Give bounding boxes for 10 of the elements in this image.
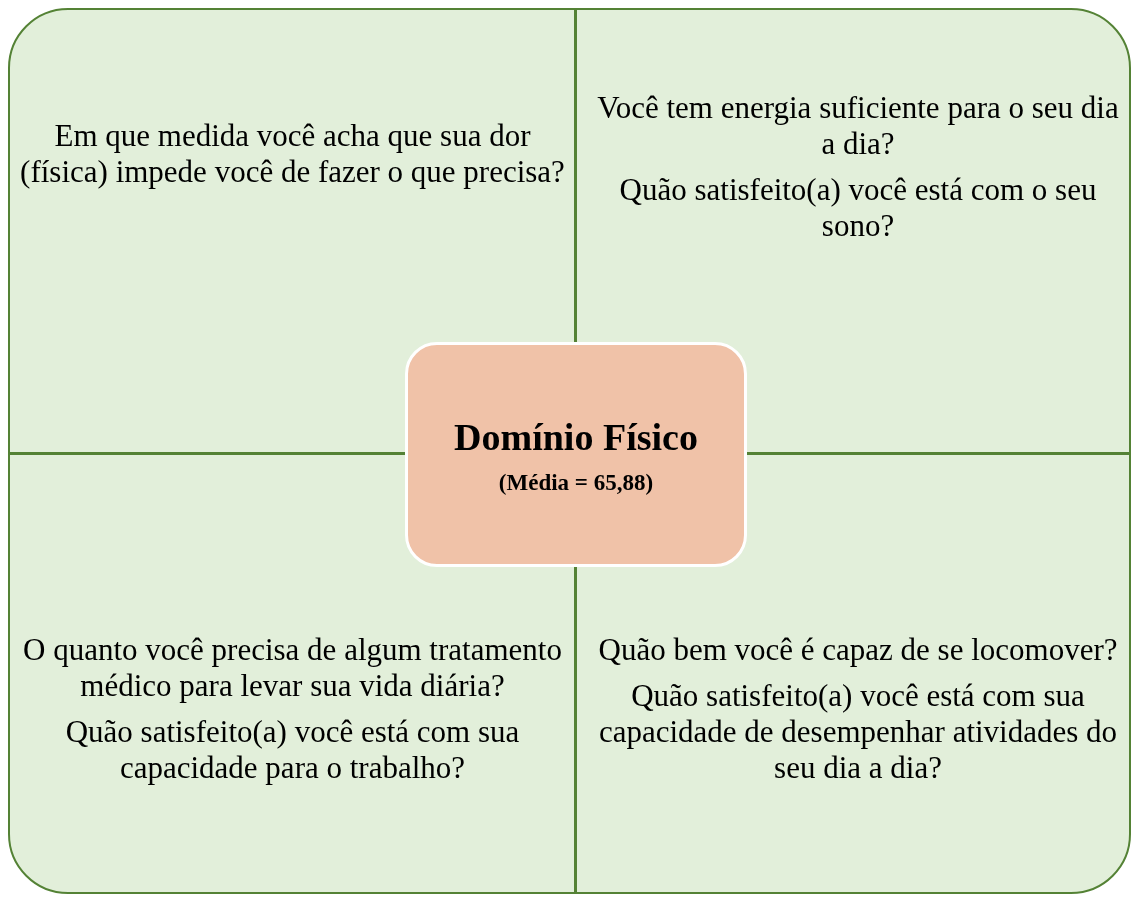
question-text: O quanto você precisa de algum tratamento médico para levar sua vida diária? [22,632,563,704]
question-text: Quão bem você é capaz de se locomover? [597,632,1119,668]
question-text: Em que medida você acha que sua dor (física) impede você de fazer o que precisa? [20,118,565,190]
question-text: Quão satisfeito(a) você está com o seu sono? [618,172,1098,244]
center-box [405,342,747,567]
domain-score: (Média = 65,88) [498,469,654,496]
domain-title: Domínio Físico [454,414,698,460]
question-text: Quão satisfeito(a) você está com sua capacidade para o trabalho? [64,714,521,786]
question-text: Quão satisfeito(a) você está com sua capacidade de desempenhar atividades do seu dia a dia? [597,678,1119,786]
question-text: Você tem energia suficiente para o seu dia a dia? [596,90,1120,162]
